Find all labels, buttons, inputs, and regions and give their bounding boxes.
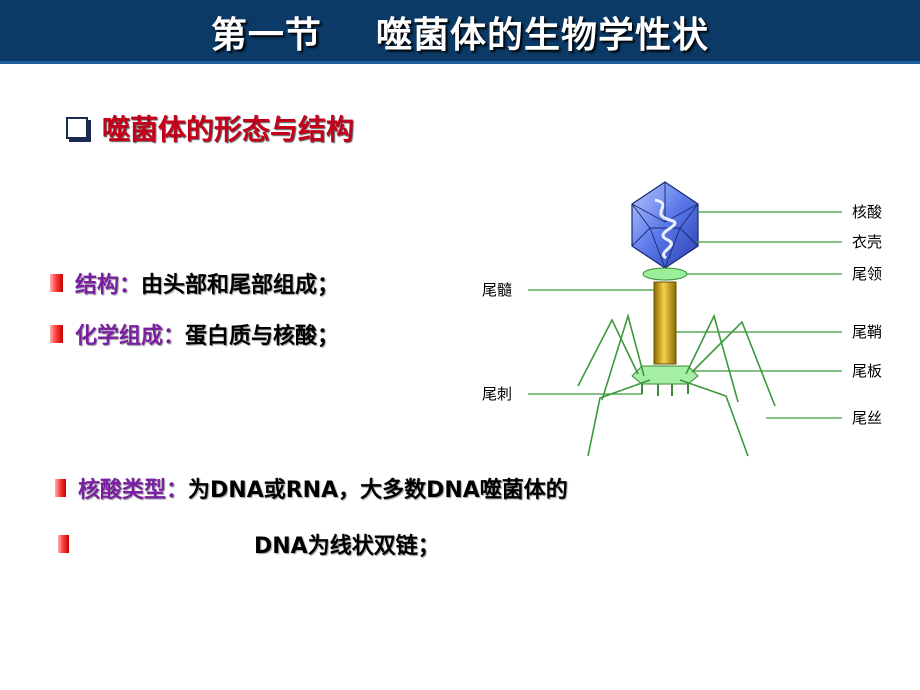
bullet-label: 结构：	[75, 273, 142, 298]
bullet-label: 化学组成：	[75, 324, 186, 349]
label-capsid: 衣壳	[852, 233, 882, 251]
section-heading: 噬菌体的形态与结构	[102, 113, 355, 146]
bullet-text: DNA为线状双链；	[254, 534, 440, 559]
label-tail-pin: 尾刺	[482, 385, 512, 403]
red-bullet-icon	[50, 325, 63, 343]
red-bullet-icon	[58, 535, 69, 553]
tail-sheath	[653, 281, 677, 365]
red-bullet-icon	[55, 479, 66, 497]
capsid-head	[631, 181, 699, 269]
section-heading-row: 噬菌体的形态与结构	[66, 108, 354, 148]
checkbox-bullet-icon	[66, 117, 88, 139]
bullet-dna-form: DNA为线状双链；	[58, 528, 440, 560]
label-sheath: 尾鞘	[852, 323, 882, 341]
bullet-label: 核酸类型：	[78, 478, 189, 503]
tail-fibers	[577, 313, 776, 457]
leader-lines	[528, 211, 842, 419]
slide-title: 第一节 噬菌体的生物学性状	[210, 15, 710, 56]
bullet-text: 蛋白质与核酸；	[185, 324, 340, 349]
title-bar: 第一节 噬菌体的生物学性状	[0, 0, 920, 64]
label-tail-core: 尾髓	[482, 281, 512, 299]
label-collar: 尾领	[852, 265, 882, 283]
red-bullet-icon	[50, 274, 63, 292]
bullet-chemical: 化学组成： 蛋白质与核酸；	[50, 318, 339, 350]
label-nucleic-acid: 核酸	[852, 203, 882, 221]
bullet-text: 由头部和尾部组成；	[141, 273, 340, 298]
collar	[642, 267, 688, 281]
base-plate	[631, 365, 699, 396]
phage-structure-diagram: 核酸 衣壳 尾领 尾髓 尾鞘 尾板 尾刺 尾丝	[482, 181, 882, 457]
label-tail-fiber: 尾丝	[852, 409, 882, 427]
bullet-text: 为DNA或RNA，大多数DNA噬菌体的	[188, 478, 568, 503]
bullet-nucleic-type: 核酸类型： 为DNA或RNA，大多数DNA噬菌体的	[55, 472, 568, 504]
label-base-plate: 尾板	[852, 362, 882, 380]
bullet-structure: 结构： 由头部和尾部组成；	[50, 267, 339, 299]
